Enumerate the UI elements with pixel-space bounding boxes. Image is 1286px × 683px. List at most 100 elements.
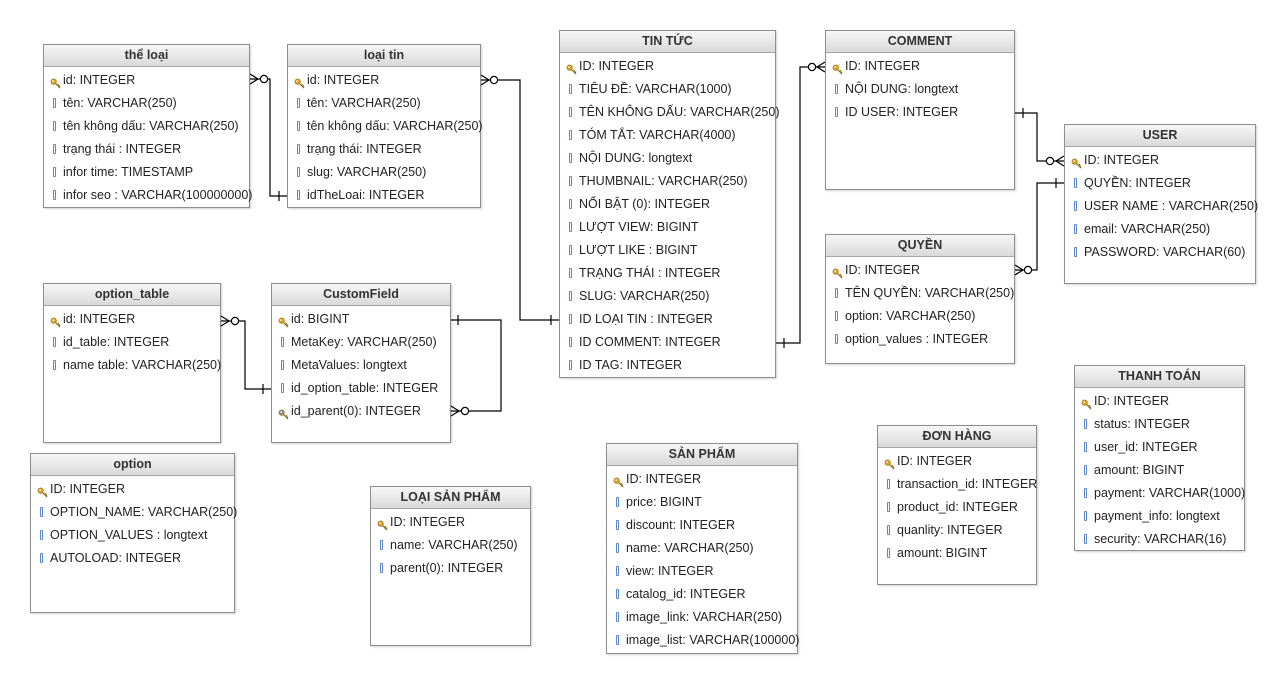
field-row[interactable]: TÊN KHÔNG DẤU: VARCHAR(250) xyxy=(560,101,780,124)
field-row[interactable]: ID: INTEGER xyxy=(31,478,234,501)
field-row[interactable]: payment_info: longtext xyxy=(1075,505,1244,528)
field-row[interactable]: id: INTEGER xyxy=(44,69,249,92)
field-row[interactable]: ID: INTEGER xyxy=(826,259,1014,282)
field-row[interactable]: amount: BIGINT xyxy=(1075,459,1244,482)
field-row[interactable]: security: VARCHAR(16) xyxy=(1075,528,1244,551)
field-icon xyxy=(1074,224,1077,234)
field-row[interactable]: id_table: INTEGER xyxy=(44,331,220,354)
field-row[interactable]: THUMBNAIL: VARCHAR(250) xyxy=(560,170,775,193)
field-row[interactable]: idTheLoai: INTEGER xyxy=(288,184,480,207)
field-row[interactable]: NỘI DUNG: longtext xyxy=(826,78,1014,101)
field-row[interactable]: option: VARCHAR(250) xyxy=(826,305,1014,328)
field-row[interactable]: id: BIGINT xyxy=(272,308,450,331)
field-row[interactable]: ID LOẠI TIN : INTEGER xyxy=(560,308,775,331)
field-row[interactable]: tên không dấu: VARCHAR(250) xyxy=(288,115,483,138)
field-row[interactable]: price: BIGINT xyxy=(607,491,797,514)
field-row[interactable]: id_option_table: INTEGER xyxy=(272,377,450,400)
field-row[interactable]: id_parent(0): INTEGER xyxy=(272,400,450,423)
field-row[interactable]: LƯỢT VIEW: BIGINT xyxy=(560,216,775,239)
field-icon xyxy=(1074,247,1077,257)
relation-tintuc-comment xyxy=(776,61,826,348)
field-row[interactable]: image_link: VARCHAR(250) xyxy=(607,606,797,629)
field-row[interactable]: name: VARCHAR(250) xyxy=(371,534,530,557)
field-label: id_parent(0): INTEGER xyxy=(291,404,421,418)
field-row[interactable]: NỔI BẬT (0): INTEGER xyxy=(560,193,775,216)
field-row[interactable]: view: INTEGER xyxy=(607,560,797,583)
field-row[interactable]: id: INTEGER xyxy=(44,308,220,331)
field-row[interactable]: id: INTEGER xyxy=(288,69,480,92)
field-row[interactable]: AUTOLOAD: INTEGER xyxy=(31,547,234,570)
field-row[interactable]: ID: INTEGER xyxy=(878,450,1036,473)
field-row[interactable]: parent(0): INTEGER xyxy=(371,557,530,580)
field-row[interactable]: NỘI DUNG: longtext xyxy=(560,147,775,170)
field-icon xyxy=(616,543,619,553)
field-row[interactable]: infor seo : VARCHAR(100000000) xyxy=(44,184,252,207)
field-row[interactable]: payment: VARCHAR(1000) xyxy=(1075,482,1245,505)
field-row[interactable]: TRẠNG THÁI : INTEGER xyxy=(560,262,775,285)
relation-theloai-loaitin xyxy=(249,73,287,201)
field-row[interactable]: trạng thái : INTEGER xyxy=(44,138,249,161)
field-row[interactable]: tên không dấu: VARCHAR(250) xyxy=(44,115,249,138)
field-row[interactable]: ID COMMENT: INTEGER xyxy=(560,331,775,354)
field-icon xyxy=(53,360,56,370)
field-row[interactable]: product_id: INTEGER xyxy=(878,496,1036,519)
field-row[interactable]: amount: BIGINT xyxy=(878,542,1036,565)
field-row[interactable]: USER NAME : VARCHAR(250) xyxy=(1065,195,1259,218)
field-row[interactable]: ID: INTEGER xyxy=(1075,390,1244,413)
field-row[interactable]: ID: INTEGER xyxy=(1065,149,1255,172)
field-label: amount: BIGINT xyxy=(1094,463,1185,477)
field-row[interactable]: ID: INTEGER xyxy=(607,468,797,491)
field-row[interactable]: QUYỀN: INTEGER xyxy=(1065,172,1255,195)
field-row[interactable]: discount: INTEGER xyxy=(607,514,797,537)
field-row[interactable]: trạng thái: INTEGER xyxy=(288,138,480,161)
field-row[interactable]: name table: VARCHAR(250) xyxy=(44,354,221,377)
field-row[interactable]: MetaKey: VARCHAR(250) xyxy=(272,331,450,354)
field-row[interactable]: OPTION_VALUES : longtext xyxy=(31,524,234,547)
field-row[interactable]: ID: INTEGER xyxy=(371,511,530,534)
field-row[interactable]: ID: INTEGER xyxy=(560,55,775,78)
field-row[interactable]: name: VARCHAR(250) xyxy=(607,537,797,560)
field-row[interactable]: image_list: VARCHAR(100000) xyxy=(607,629,799,652)
field-label: USER NAME : VARCHAR(250) xyxy=(1084,199,1259,213)
field-label: transaction_id: INTEGER xyxy=(897,477,1038,491)
field-row[interactable]: status: INTEGER xyxy=(1075,413,1244,436)
field-row[interactable]: ID TAG: INTEGER xyxy=(560,354,775,377)
field-row[interactable]: transaction_id: INTEGER xyxy=(878,473,1038,496)
field-row[interactable]: SLUG: VARCHAR(250) xyxy=(560,285,775,308)
field-row[interactable]: infor time: TIMESTAMP xyxy=(44,161,249,184)
field-row[interactable]: TÊN QUYỀN: VARCHAR(250) xyxy=(826,282,1014,305)
field-icon xyxy=(297,121,300,131)
field-row[interactable]: LƯỢT LIKE : BIGINT xyxy=(560,239,775,262)
field-row[interactable]: email: VARCHAR(250) xyxy=(1065,218,1255,241)
field-row[interactable]: user_id: INTEGER xyxy=(1075,436,1244,459)
field-row[interactable]: ID: INTEGER xyxy=(826,55,1014,78)
field-row[interactable]: TÓM TẮT: VARCHAR(4000) xyxy=(560,124,775,147)
field-row[interactable]: PASSWORD: VARCHAR(60) xyxy=(1065,241,1255,264)
field-row[interactable]: MetaValues: longtext xyxy=(272,354,450,377)
field-row[interactable]: tên: VARCHAR(250) xyxy=(288,92,480,115)
field-row[interactable]: ID USER: INTEGER xyxy=(826,101,1014,124)
field-row[interactable]: option_values : INTEGER xyxy=(826,328,1014,351)
relation-quyen-user xyxy=(1014,178,1064,276)
field-label: email: VARCHAR(250) xyxy=(1084,222,1211,236)
field-row[interactable]: TIÊU ĐỀ: VARCHAR(1000) xyxy=(560,78,775,101)
field-row[interactable]: tên: VARCHAR(250) xyxy=(44,92,249,115)
field-row[interactable]: slug: VARCHAR(250) xyxy=(288,161,480,184)
field-row[interactable]: quanlity: INTEGER xyxy=(878,519,1036,542)
field-row[interactable]: catalog_id: INTEGER xyxy=(607,583,797,606)
field-icon xyxy=(1084,419,1087,429)
field-row[interactable]: OPTION_NAME: VARCHAR(250) xyxy=(31,501,237,524)
